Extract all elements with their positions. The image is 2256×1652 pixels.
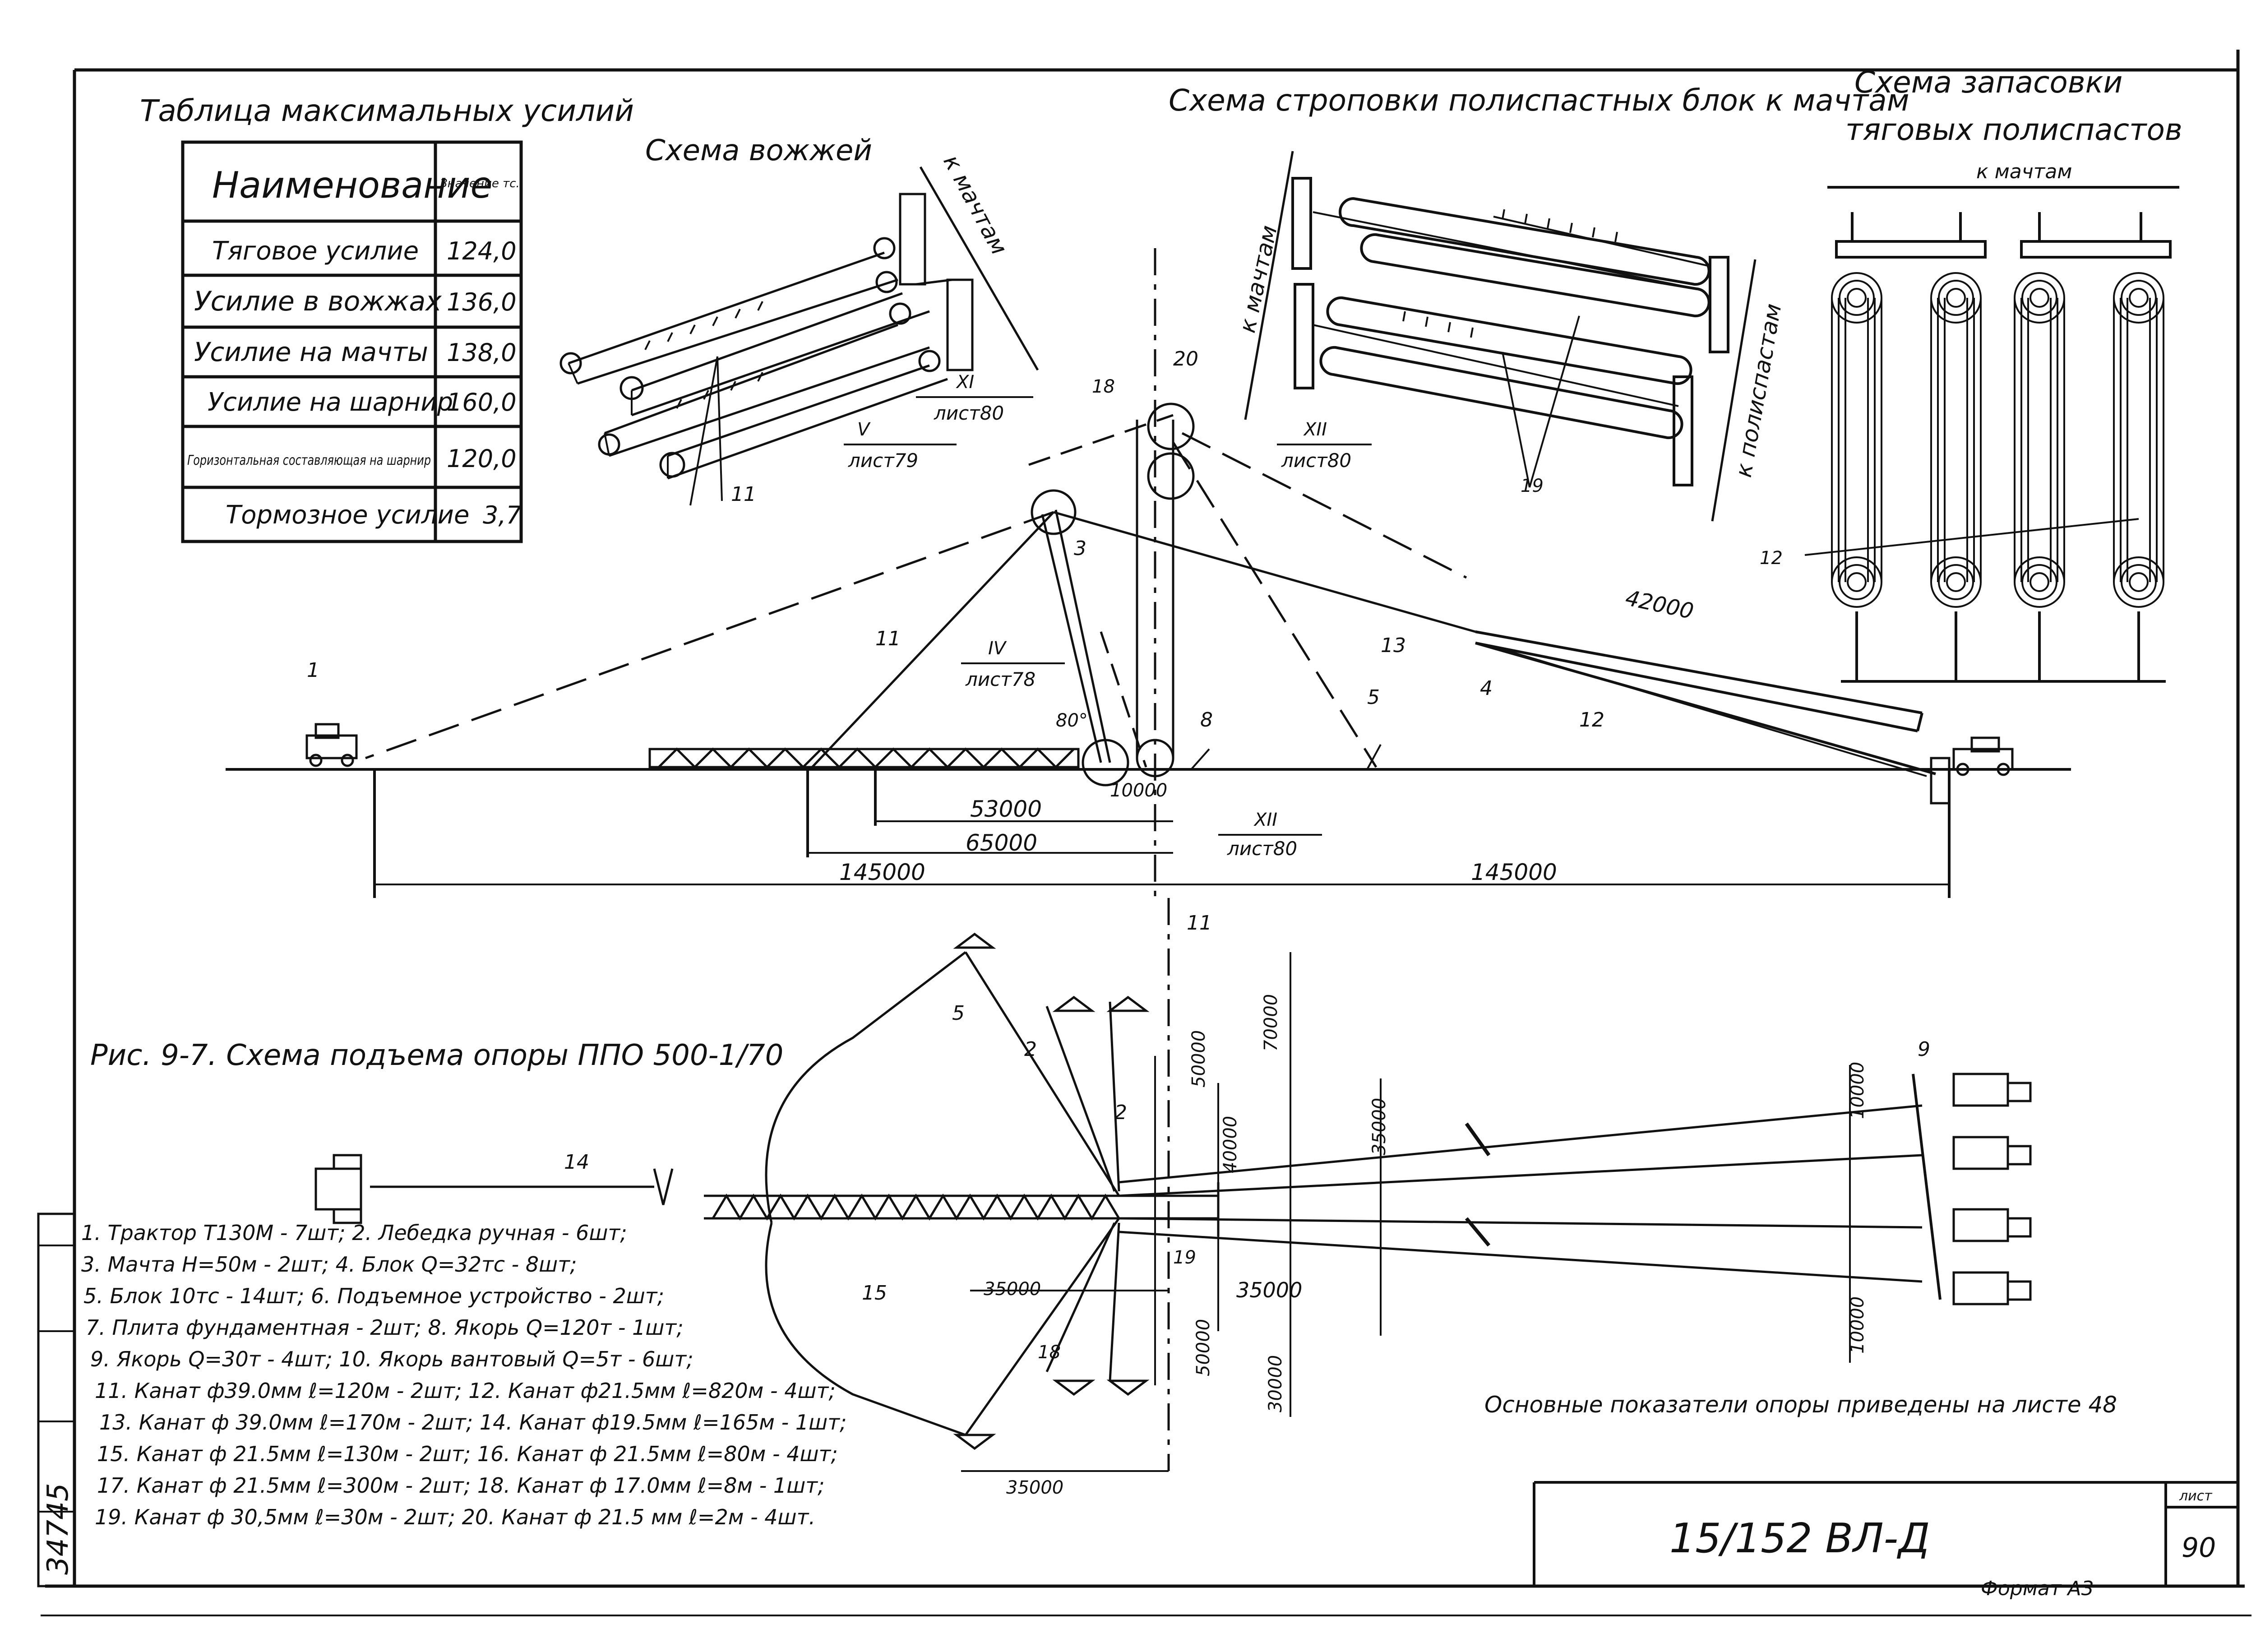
legend-line: 1. Трактор Т130М - 7шт; 2. Лебедка ручна… xyxy=(81,1221,627,1245)
plan-part-label: 5 xyxy=(952,1002,965,1025)
side-elevation: 42000 53000 65000 145000 145000 10000 80… xyxy=(226,248,2071,902)
legend-line: 15. Канат ф 21.5мм ℓ=130м - 2шт; 16. Кан… xyxy=(97,1442,838,1466)
plan-dimension-label: 50000 xyxy=(1188,1030,1209,1087)
plan-dimension-label: 40000 xyxy=(1220,1116,1241,1173)
plan-part-label: 11 xyxy=(1187,912,1212,935)
force-table-header-name: Наименование xyxy=(212,164,493,206)
legend-line: 7. Плита фундаментная - 2шт; 8. Якорь Q=… xyxy=(86,1315,684,1340)
dimension-label: 53000 xyxy=(970,796,1042,822)
part-label: 3 xyxy=(1074,537,1086,560)
force-table-row-value: 160,0 xyxy=(447,388,517,416)
dimension-label: 65000 xyxy=(966,830,1037,856)
dimension-label: 80° xyxy=(1056,710,1088,731)
reeving-scheme-title-1: Схема запасовки xyxy=(1854,65,2122,100)
part-label: 5 xyxy=(1367,686,1380,709)
paper-format: Формат А3 xyxy=(1981,1577,2094,1600)
plan-part-label: 18 xyxy=(1038,1342,1061,1363)
part-label: 20 xyxy=(1173,347,1198,370)
part-label: 1 xyxy=(307,659,319,682)
plan-dimension-label: 35000 xyxy=(984,1279,1041,1300)
force-table-row-value: 3,7 xyxy=(483,501,522,529)
force-table-row-name: Горизонтальная составляющая на шарнир xyxy=(187,453,431,468)
note-text: Основные показатели опоры приведены на л… xyxy=(1484,1392,2117,1418)
sheet-number: 90 xyxy=(2182,1532,2216,1564)
force-table-header-value: Значение тс. xyxy=(440,177,520,190)
force-table-row-value: 120,0 xyxy=(447,444,517,473)
section-ref-number: V xyxy=(857,419,871,440)
reins-scheme-title: Схема вожжей xyxy=(645,134,872,167)
section-ref-sheet: лист79 xyxy=(848,449,918,472)
plan-part-label: 14 xyxy=(564,1151,589,1174)
drawing-frame xyxy=(37,50,2251,1616)
plan-dimension-label: 35000 xyxy=(1369,1098,1390,1155)
plan-dimension-label: 10000 xyxy=(1847,1296,1868,1354)
plan-part-label: 9 xyxy=(1918,1038,1930,1061)
force-table: Таблица максимальных усилий Наименование… xyxy=(140,93,634,543)
inventory-number: 34745 xyxy=(42,1483,75,1575)
force-table-row-name: Тяговое усилие xyxy=(212,236,419,266)
part-label: 11 xyxy=(875,627,901,650)
part-label: 8 xyxy=(1200,708,1213,731)
reins-part-label: 11 xyxy=(731,483,756,506)
title-block: 15/152 ВЛ-Д лист 90 34745 Формат А3 xyxy=(42,1481,2238,1600)
plan-view: 70000 50000 40000 35000 35000 35000 5000… xyxy=(314,898,2032,1498)
sheet-label: лист xyxy=(2179,1488,2213,1504)
reeving-scheme-title-2: тяговых полиспастов xyxy=(1845,112,2182,147)
section-ref-sheet: лист80 xyxy=(1227,838,1297,860)
legend-line: 13. Канат ф 39.0мм ℓ=170м - 2шт; 14. Кан… xyxy=(99,1410,847,1435)
legend-line: 19. Канат ф 30,5мм ℓ=30м - 2шт; 20. Кана… xyxy=(95,1505,815,1529)
section-ref-sheet: лист78 xyxy=(965,668,1036,690)
reeving-to-masts-label: к мачтам xyxy=(1976,160,2072,183)
drawing-code: 15/152 ВЛ-Д xyxy=(1669,1515,1930,1562)
plan-dimension-label: 35000 xyxy=(1006,1477,1063,1498)
section-ref-sheet: лист80 xyxy=(934,402,1004,424)
plan-dimension-label: 10000 xyxy=(1847,1062,1868,1119)
figure-caption: Рис. 9-7. Схема подъема опоры ППО 500-1/… xyxy=(90,1039,783,1072)
dimension-label: 145000 xyxy=(839,859,925,885)
section-ref-number: XII xyxy=(1253,810,1277,830)
parts-legend: 1. Трактор Т130М - 7шт; 2. Лебедка ручна… xyxy=(81,1221,847,1529)
plan-part-label: 2 xyxy=(1024,1038,1037,1061)
section-ref-number: IV xyxy=(988,638,1007,659)
tractor-icon xyxy=(305,723,358,767)
plan-part-label: 2 xyxy=(1114,1101,1127,1124)
force-table-title: Таблица максимальных усилий xyxy=(140,93,634,128)
tractor-icon xyxy=(1930,736,2014,805)
force-table-row-name: Усилие на мачты xyxy=(194,337,428,367)
part-label: 4 xyxy=(1480,677,1493,700)
part-label: 18 xyxy=(1092,376,1115,397)
legend-line: 17. Канат ф 21.5мм ℓ=300м - 2шт; 18. Кан… xyxy=(97,1473,825,1498)
force-table-row-name: Тормозное усилие xyxy=(226,500,469,530)
dimension-label: 145000 xyxy=(1471,859,1557,885)
section-ref-sheet: лист80 xyxy=(1281,449,1351,472)
force-table-row-value: 124,0 xyxy=(447,237,517,265)
force-table-row-name: Усилие на шарнир xyxy=(208,388,453,417)
plan-part-label: 19 xyxy=(1173,1247,1196,1268)
reeving-part-label: 12 xyxy=(1760,548,1783,569)
plan-dimension-label: 70000 xyxy=(1261,994,1281,1051)
force-table-row-name: Усилие в вожжах xyxy=(194,286,442,317)
force-table-row-value: 138,0 xyxy=(447,338,517,367)
part-label: 13 xyxy=(1381,634,1406,657)
legend-line: 11. Канат ф39.0мм ℓ=120м - 2шт; 12. Кана… xyxy=(95,1379,836,1403)
dimension-label: 10000 xyxy=(1110,780,1167,801)
plan-dimension-label: 30000 xyxy=(1265,1355,1286,1412)
legend-line: 9. Якорь Q=30т - 4шт; 10. Якорь вантовый… xyxy=(90,1347,693,1371)
force-table-row-value: 136,0 xyxy=(447,288,517,316)
legend-line: 5. Блок 10тс - 14шт; 6. Подъемное устрой… xyxy=(83,1284,664,1308)
plan-dimension-label: 50000 xyxy=(1193,1319,1214,1376)
legend-line: 3. Мачта Н=50м - 2шт; 4. Блок Q=32тс - 8… xyxy=(81,1252,577,1277)
slinging-part-label: 19 xyxy=(1521,476,1544,496)
section-ref-number: XII xyxy=(1303,419,1327,440)
slinging-scheme-title: Схема строповки полиспастных блок к мачт… xyxy=(1169,83,1909,118)
part-label: 12 xyxy=(1579,708,1604,731)
plan-part-label: 15 xyxy=(862,1282,887,1305)
reeving-scheme: Схема запасовки тяговых полиспастов к ма… xyxy=(1760,65,2182,683)
plan-dimension-label: 35000 xyxy=(1236,1278,1302,1302)
section-ref-number: XI xyxy=(956,372,974,393)
